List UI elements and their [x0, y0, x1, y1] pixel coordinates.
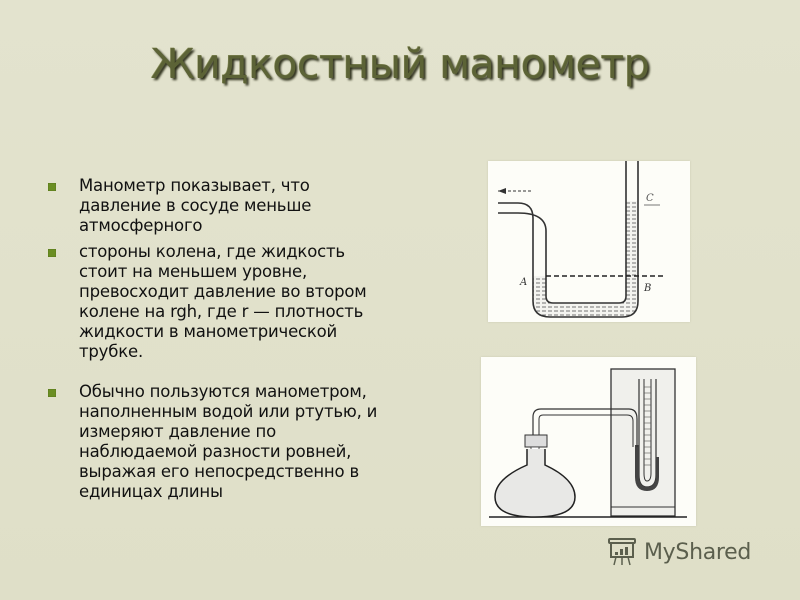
label-a: A	[519, 277, 527, 288]
bullet-item: Манометр показывает, что давление в сосу…	[48, 176, 378, 236]
u-tube-illustration: A B C	[498, 161, 666, 318]
watermark: MyShared	[606, 537, 751, 567]
slide-title: Жидкостный манометр	[150, 40, 650, 88]
bullet-text: Манометр показывает, что давление в сосу…	[79, 176, 312, 235]
bullet-text: Обычно пользуются манометром, наполненны…	[79, 382, 378, 501]
square-bullet-icon	[48, 389, 56, 397]
flask-manometer-diagram	[481, 357, 696, 526]
flask-illustration	[489, 368, 687, 518]
bullet-list: Манометр показывает, что давление в сосу…	[48, 176, 378, 508]
bullet-item: Обычно пользуются манометром, наполненны…	[48, 382, 378, 502]
watermark-text: MyShared	[644, 539, 752, 565]
u-tube-manometer-diagram: A B C	[488, 161, 690, 322]
bullet-text: стороны колена, где жидкость стоит на ме…	[79, 242, 367, 361]
presentation-board-icon	[608, 538, 636, 566]
square-bullet-icon	[48, 183, 56, 191]
square-bullet-icon	[48, 249, 56, 257]
label-c: C	[646, 193, 654, 204]
bullet-item: стороны колена, где жидкость стоит на ме…	[48, 242, 378, 362]
label-b: B	[643, 283, 651, 294]
